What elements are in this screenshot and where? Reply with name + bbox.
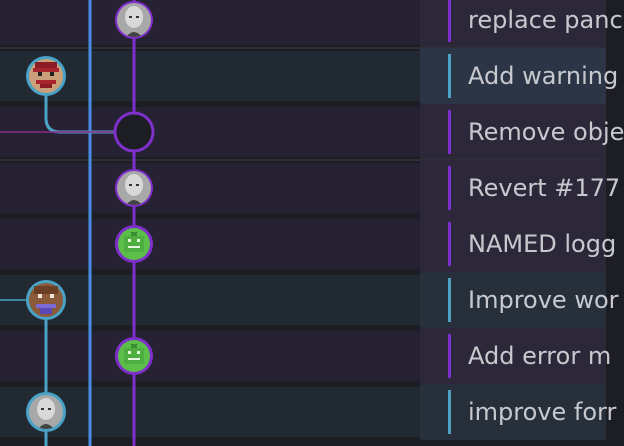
commit-message: improve forr (468, 398, 617, 426)
bald-man-avatar[interactable] (115, 169, 153, 208)
row-info (420, 384, 606, 440)
bald-man-avatar[interactable] (115, 1, 153, 40)
commit-message: NAMED logg (468, 230, 617, 258)
row-separator (0, 47, 606, 49)
commit-message: Improve wor (468, 286, 619, 314)
commit-row-5[interactable]: Improve wor (0, 272, 619, 328)
row-info (420, 160, 606, 216)
lane-marker (448, 166, 451, 210)
commit-message: replace panc (468, 6, 623, 34)
lane-marker (448, 334, 451, 378)
lane-marker (448, 390, 451, 434)
row-info (420, 48, 606, 104)
bald-man-avatar[interactable] (26, 392, 66, 432)
lane-marker (448, 278, 451, 322)
commit-graph (0, 0, 155, 446)
merge-node[interactable] (113, 111, 155, 153)
lane-marker (448, 222, 451, 266)
commit-message: Revert #177 (468, 174, 621, 202)
red-pixel-avatar[interactable] (26, 56, 66, 96)
commit-row-1[interactable]: Add warning (0, 48, 619, 104)
commit-row-3[interactable]: Revert #177 (0, 160, 621, 216)
commit-row-2[interactable]: Remove obje (0, 104, 624, 160)
row-info (420, 216, 606, 272)
commit-row-4[interactable]: NAMED logg (0, 216, 617, 272)
commit-message: Add error m (468, 342, 612, 370)
lane-marker (448, 110, 451, 154)
row-separator (0, 159, 606, 161)
commit-message: Add warning (468, 62, 619, 90)
lane-marker (448, 0, 451, 42)
green-pixel-avatar[interactable] (115, 225, 153, 263)
row-info (420, 0, 606, 48)
commit-row-0[interactable]: replace panc (0, 0, 623, 48)
commit-message: Remove obje (468, 118, 624, 146)
lane-marker (448, 54, 451, 98)
commit-row-7[interactable]: improve forr (0, 384, 617, 440)
row-info (420, 328, 606, 384)
green-pixel-avatar[interactable] (115, 337, 153, 375)
commit-row-6[interactable]: Add error m (0, 328, 612, 384)
row-info (420, 272, 606, 328)
row-info (420, 104, 606, 160)
brown-pixel-avatar[interactable] (26, 280, 66, 320)
